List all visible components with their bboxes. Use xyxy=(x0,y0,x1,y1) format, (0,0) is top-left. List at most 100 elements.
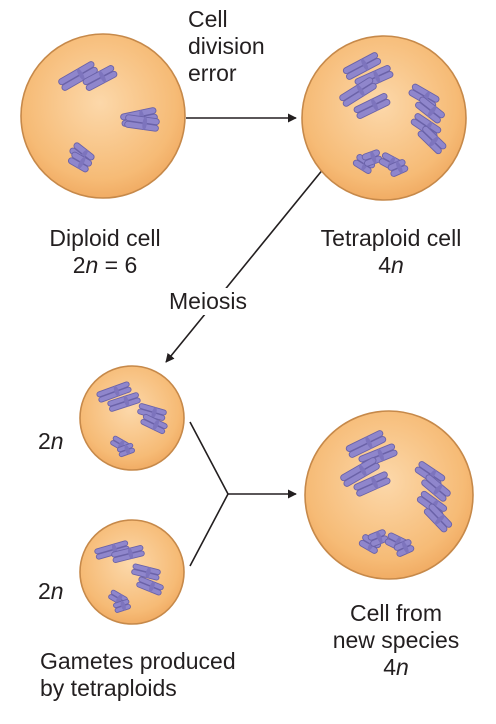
diploid-ploidy: 2n = 6 xyxy=(72,252,138,278)
division-error-line-2: division xyxy=(188,33,265,59)
cell-membrane xyxy=(79,365,185,471)
chromosome-long-2 xyxy=(82,65,118,91)
chromatid xyxy=(111,545,144,558)
centromere xyxy=(142,116,148,130)
centromere xyxy=(77,157,86,169)
new-species-ploidy: 4n xyxy=(383,654,409,680)
cell-membrane xyxy=(304,410,474,580)
centromere xyxy=(98,70,107,83)
new-species-line-2: new species xyxy=(332,627,460,653)
cell-membrane xyxy=(301,35,467,201)
chromatid xyxy=(358,443,396,463)
chromosome-short-2 xyxy=(67,151,93,173)
centromere xyxy=(376,531,383,544)
chromosome-short-2 xyxy=(361,149,383,167)
chromatid xyxy=(125,114,160,126)
arrows xyxy=(165,113,325,567)
chromosome-short-2 xyxy=(367,529,389,547)
centromere xyxy=(370,151,377,164)
centromere xyxy=(124,444,130,455)
gametes-line-1: Gametes produced xyxy=(40,648,236,674)
centromere xyxy=(433,484,443,495)
chromosome-long-4 xyxy=(353,471,391,497)
chromosome-short-2 xyxy=(113,599,131,613)
centromere xyxy=(123,395,130,407)
centromere xyxy=(145,567,151,579)
chromatid xyxy=(138,403,167,416)
chromatid xyxy=(339,77,374,102)
centromere xyxy=(373,70,381,83)
gametes-fuse-arrow xyxy=(189,421,229,567)
chromatid xyxy=(345,57,382,80)
chromosome-medium-4 xyxy=(423,503,453,533)
chromatid xyxy=(428,503,453,528)
centromere xyxy=(113,385,120,397)
tetraploid-cell xyxy=(301,35,467,201)
chromatid xyxy=(131,568,160,581)
chromatid xyxy=(342,52,379,75)
chromosome-short-4 xyxy=(393,539,415,557)
chromosome-long-1 xyxy=(345,430,387,458)
centromere xyxy=(358,464,367,477)
chromatid xyxy=(353,471,388,491)
tetraploid-name: Tetraploid cell xyxy=(320,225,462,251)
centromere xyxy=(116,594,123,604)
chromosome-medium-2 xyxy=(415,96,445,124)
chromatid xyxy=(109,397,141,412)
centromere xyxy=(395,161,403,174)
cell-membrane xyxy=(20,33,186,199)
chromatid xyxy=(58,61,95,86)
diploid-name: Diploid cell xyxy=(49,225,161,251)
chromatid xyxy=(340,457,377,482)
tetraploid-label: Tetraploid cell 4n xyxy=(296,225,486,279)
new-species-cell xyxy=(304,410,474,580)
chromatid xyxy=(421,479,447,502)
chromatid xyxy=(98,386,132,403)
chromosome-medium-2 xyxy=(136,576,164,596)
centromere xyxy=(127,547,134,559)
chromatid xyxy=(415,101,441,124)
chromatid xyxy=(422,125,447,150)
centromere xyxy=(365,436,373,449)
centromere xyxy=(356,84,365,97)
chromatid xyxy=(419,96,445,119)
gamete-cell-1 xyxy=(79,365,185,471)
chromatid xyxy=(345,430,384,452)
new-species-label: Cell from new species 4n xyxy=(306,600,486,681)
division-error-line-3: error xyxy=(188,60,237,86)
centromere xyxy=(377,448,385,462)
chromatid xyxy=(411,83,440,103)
chromosome-short-2 xyxy=(117,442,135,458)
chromosome-medium-2 xyxy=(421,474,451,502)
chromatid xyxy=(354,65,391,85)
chromatid xyxy=(82,65,115,86)
chromatid xyxy=(94,540,129,555)
chromosome-long-1 xyxy=(342,52,382,80)
chromosome-long-2 xyxy=(107,392,141,412)
chromatid xyxy=(353,93,388,114)
chromatid xyxy=(107,392,139,407)
centromere xyxy=(149,581,155,593)
chromosome-short-4 xyxy=(387,159,409,177)
chromatid xyxy=(96,381,130,398)
diploid-cell xyxy=(20,33,186,199)
chromatid xyxy=(356,98,391,119)
chromatid xyxy=(417,130,442,155)
chromatid xyxy=(423,508,448,533)
gamete-ploidy-label-1: 2n xyxy=(38,428,64,454)
chromatid xyxy=(61,66,98,91)
centromere xyxy=(427,106,437,117)
chromatid xyxy=(342,82,377,107)
chromatid xyxy=(124,120,159,132)
chromosome-long-2 xyxy=(111,545,145,563)
chromatid xyxy=(418,461,446,482)
division-error-line-1: Cell xyxy=(188,6,228,32)
chromosome-long-1 xyxy=(96,381,132,403)
centromere xyxy=(371,476,378,489)
centromere xyxy=(120,600,126,611)
chromatid xyxy=(348,436,387,458)
centromere xyxy=(76,68,85,81)
gametes-line-2: by tetraploids xyxy=(40,675,177,701)
centromere xyxy=(371,98,379,111)
